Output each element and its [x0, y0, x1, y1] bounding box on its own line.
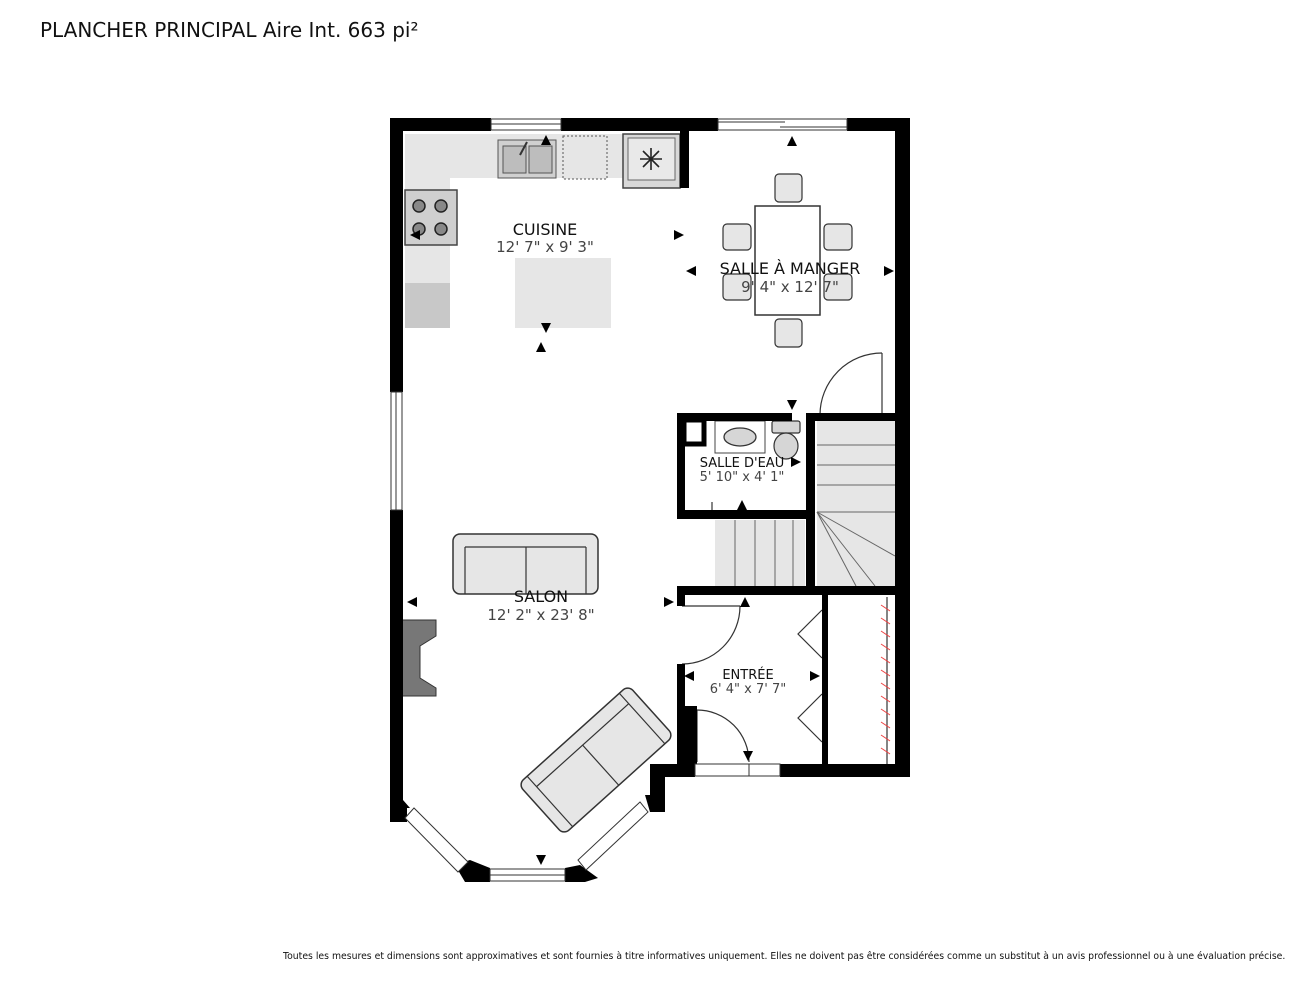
disclaimer-text: Toutes les mesures et dimensions sont ap… [283, 951, 1286, 962]
windows [390, 118, 848, 882]
shaft-icon [681, 417, 707, 447]
room-dims-salon: 12' 2" x 23' 8" [487, 606, 594, 624]
page-title: PLANCHER PRINCIPAL Aire Int. 663 pi² [40, 18, 419, 42]
room-label-entree: ENTRÉE [722, 667, 773, 683]
front-door-window [694, 763, 781, 777]
window-bay-left [404, 807, 469, 873]
stairs-icon [715, 421, 896, 587]
dining-door-swing [819, 352, 883, 416]
closet-icon [797, 597, 891, 765]
washroom-fixtures [681, 417, 801, 460]
kitchen-fixtures [404, 133, 681, 328]
room-label-salle-a-manger: SALLE À MANGER [720, 259, 861, 278]
stove-icon [404, 189, 458, 246]
room-dims-cuisine: 12' 7" x 9' 3" [496, 238, 594, 256]
sink-icon [723, 427, 757, 447]
front-door-swing [696, 709, 750, 763]
toilet-icon [771, 420, 801, 460]
room-dims-salle-d-eau: 5' 10" x 4' 1" [700, 470, 785, 485]
room-label-cuisine: CUISINE [513, 220, 578, 239]
kitchen-counter-left-dark [405, 283, 450, 328]
room-label-salon: SALON [514, 587, 568, 606]
entry-door-swing [681, 605, 741, 665]
window-bay-right [577, 801, 649, 871]
dishwasher-icon [562, 135, 608, 180]
kitchen-sink-icon [497, 139, 557, 179]
refrigerator-icon [622, 133, 681, 189]
room-dims-entree: 6' 4" x 7' 7" [710, 682, 786, 697]
sofa-icon [452, 533, 599, 595]
patio-door [717, 118, 848, 131]
kitchen-island [515, 258, 611, 328]
loveseat-icon [520, 687, 672, 833]
dining-table-icon [722, 173, 853, 348]
room-dims-salle-a-manger: 9' 4" x 12' 7" [741, 278, 839, 296]
dimension-arrows [407, 135, 894, 865]
room-label-salle-d-eau: SALLE D'EAU [700, 456, 784, 471]
fireplace-icon [397, 619, 437, 697]
